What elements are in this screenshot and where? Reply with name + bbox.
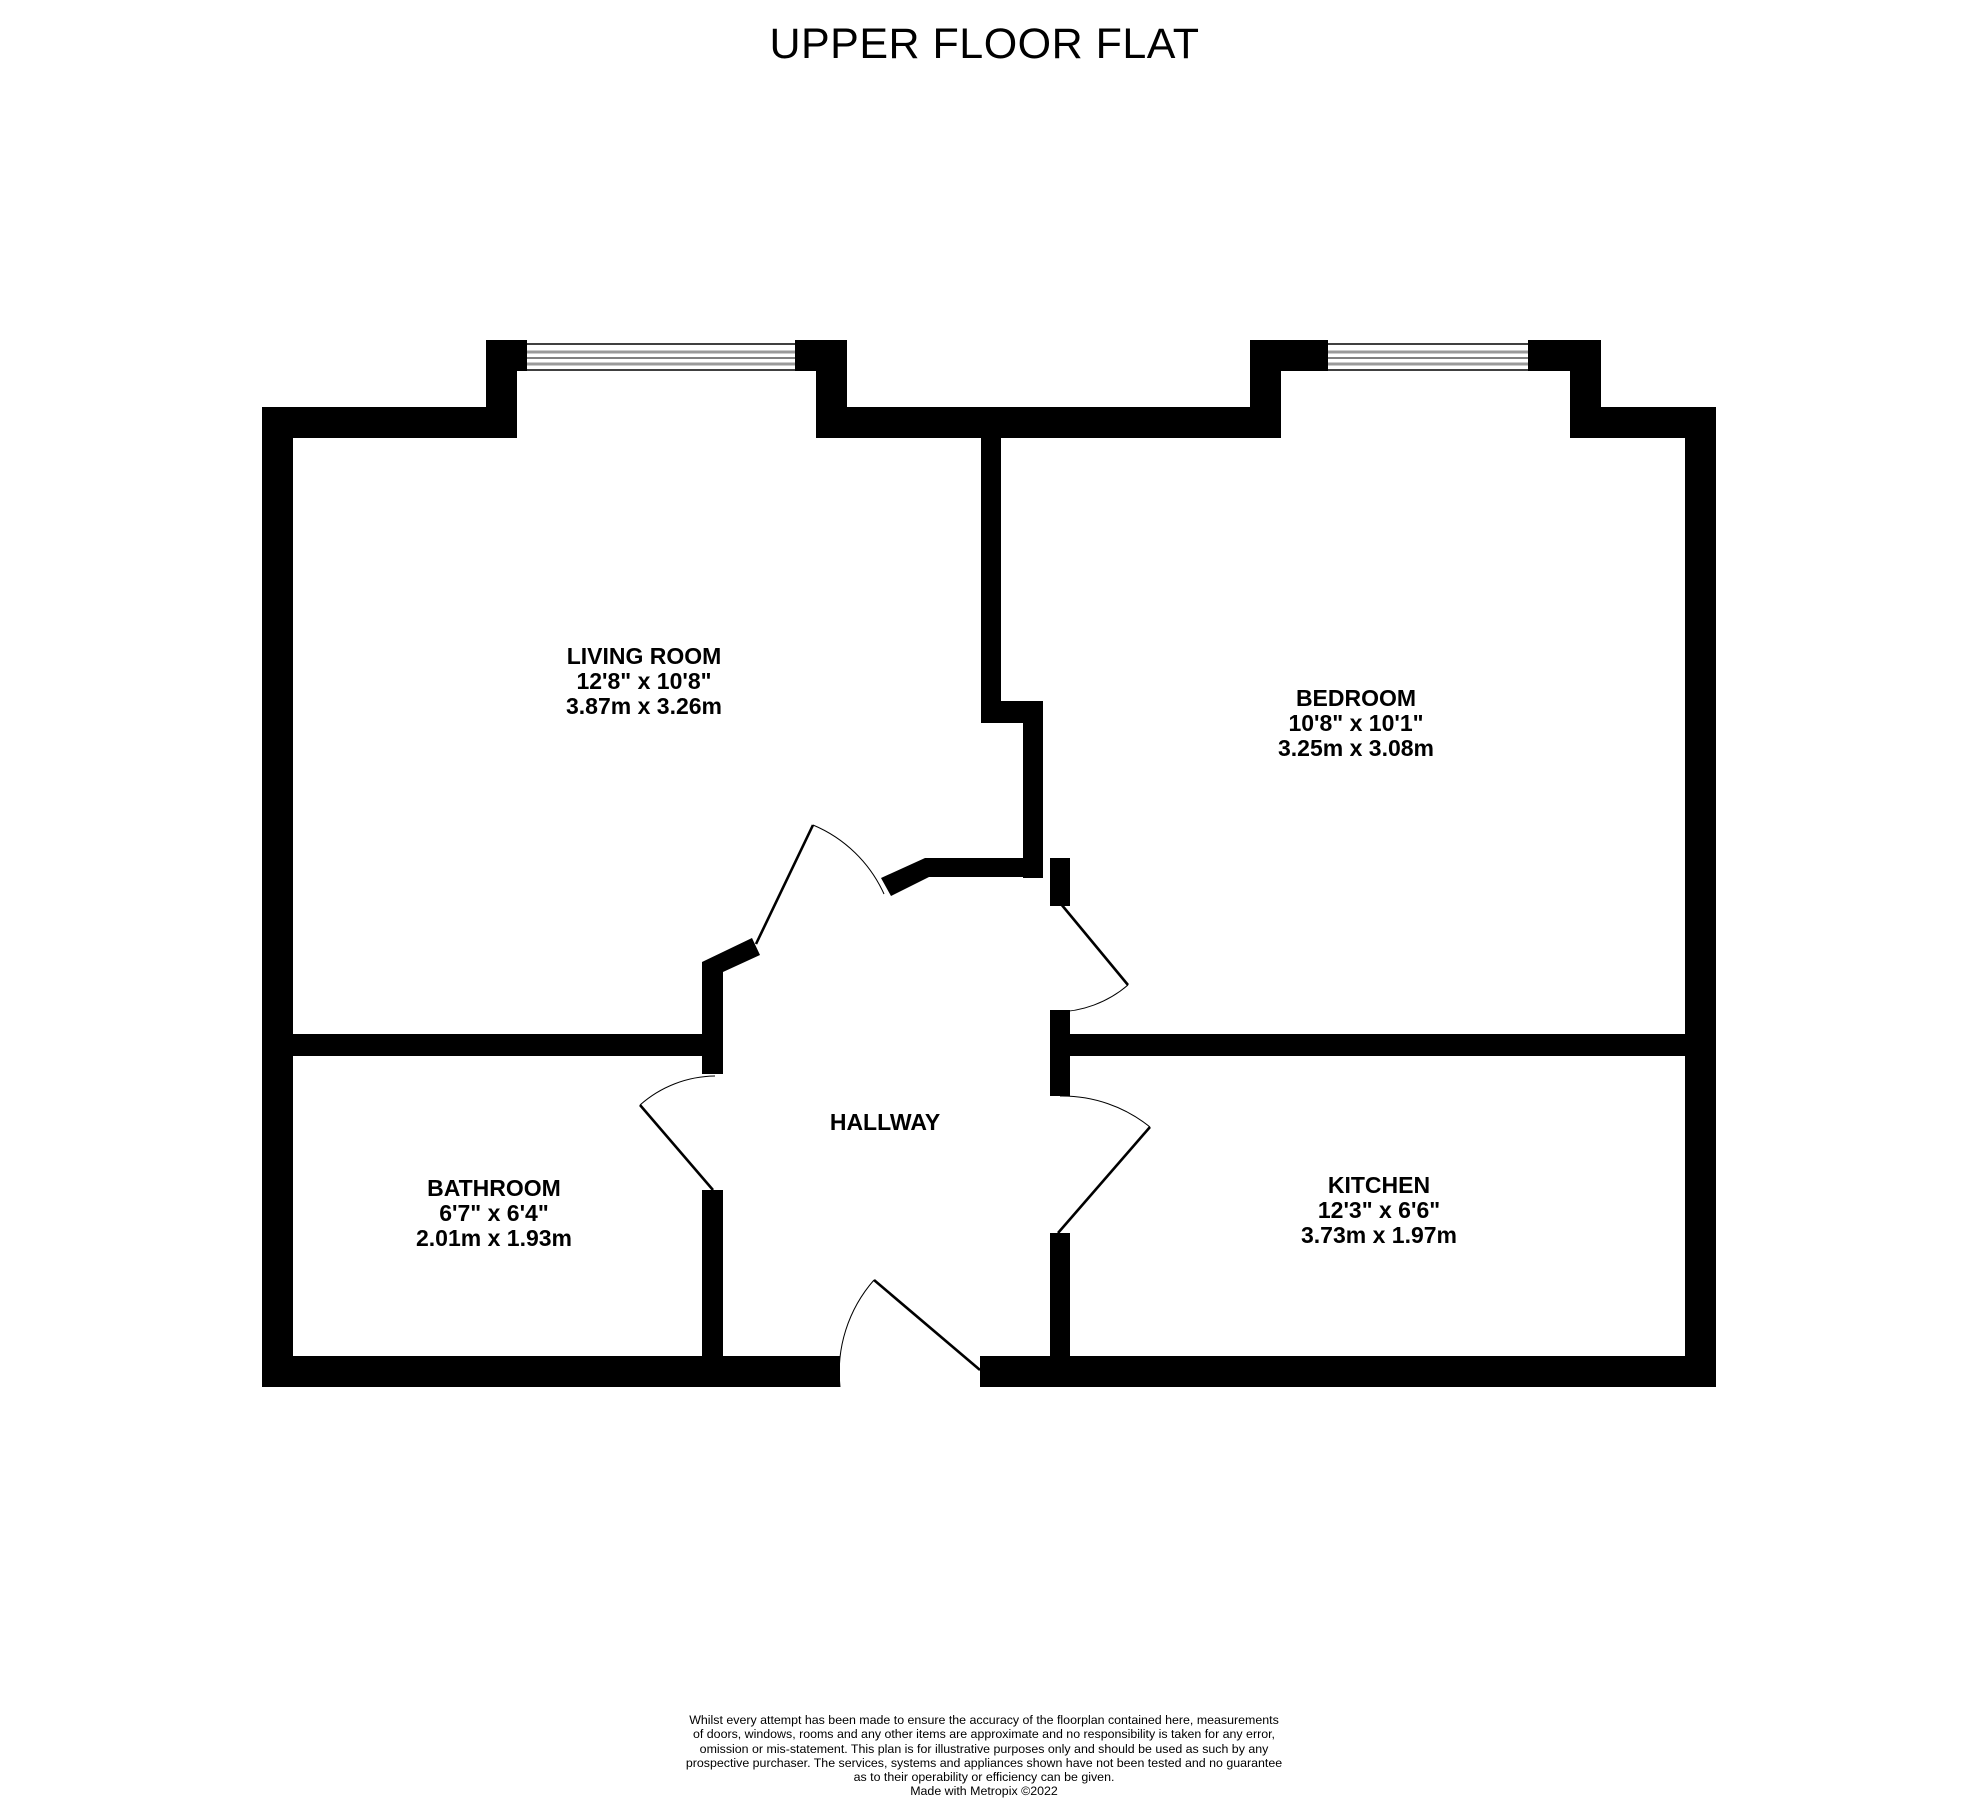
window-living-room	[527, 340, 795, 371]
doors	[639, 824, 1151, 1388]
wall-hallway-top-right-stub	[1050, 858, 1070, 906]
room-labels: LIVING ROOM 12'8" x 10'8" 3.87m x 3.26m …	[416, 643, 1457, 1251]
windows	[527, 340, 1528, 371]
wall-hallway-left-lower	[702, 1190, 723, 1358]
wall-right	[1685, 407, 1716, 1387]
wall-living-bedroom-lower	[1023, 701, 1043, 878]
disclaimer: Whilst every attempt has been made to en…	[634, 1713, 1334, 1799]
plan-title: UPPER FLOOR FLAT	[769, 20, 1200, 68]
living-bay-top-left	[486, 340, 527, 371]
disclaimer-line: prospective purchaser. The services, sys…	[685, 1755, 1283, 1770]
wall-hallway-right-upper	[1050, 1010, 1070, 1096]
room-name: BEDROOM	[1296, 685, 1416, 711]
door-bathroom	[639, 1075, 716, 1191]
room-dim-imperial: 10'8" x 10'1"	[1288, 710, 1423, 736]
room-name: LIVING ROOM	[567, 643, 722, 669]
walls	[262, 340, 1716, 1387]
door-bedroom	[1054, 903, 1130, 1013]
disclaimer-line: Whilst every attempt has been made to en…	[689, 1713, 1279, 1727]
wall-bottom-left	[262, 1356, 840, 1387]
room-dim-metric: 3.73m x 1.97m	[1301, 1222, 1457, 1248]
wall-hallway-upper-left-angle	[702, 938, 760, 1040]
room-dim-imperial: 6'7" x 6'4"	[439, 1200, 549, 1226]
wall-top-left	[262, 407, 513, 438]
room-name: BATHROOM	[427, 1175, 561, 1201]
room-dim-imperial: 12'8" x 10'8"	[576, 668, 711, 694]
disclaimer-line: as to their operability or efficiency ca…	[853, 1770, 1115, 1785]
label-bathroom: BATHROOM 6'7" x 6'4" 2.01m x 1.93m	[416, 1175, 572, 1251]
disclaimer-line: of doors, windows, rooms and any other i…	[693, 1727, 1275, 1742]
label-living-room: LIVING ROOM 12'8" x 10'8" 3.87m x 3.26m	[566, 643, 722, 719]
label-bedroom: BEDROOM 10'8" x 10'1" 3.25m x 3.08m	[1278, 685, 1434, 761]
room-dim-metric: 3.87m x 3.26m	[566, 693, 722, 719]
label-hallway: HALLWAY	[830, 1109, 940, 1135]
wall-bedroom-kitchen	[1050, 1034, 1685, 1056]
door-entrance	[838, 1279, 981, 1388]
room-name: KITCHEN	[1328, 1172, 1430, 1198]
door-living-room	[754, 824, 885, 945]
window-bedroom	[1328, 340, 1528, 371]
room-name: HALLWAY	[830, 1109, 940, 1135]
bedroom-bay-top-left	[1250, 340, 1328, 371]
disclaimer-line: omission or mis-statement. This plan is …	[699, 1741, 1269, 1756]
room-dim-imperial: 12'3" x 6'6"	[1318, 1197, 1440, 1223]
wall-top-middle	[816, 407, 1265, 438]
wall-hallway-right-lower	[1050, 1233, 1070, 1358]
wall-hallway-top	[881, 858, 1035, 896]
room-dim-metric: 2.01m x 1.93m	[416, 1225, 572, 1251]
wall-bottom-right	[980, 1356, 1716, 1387]
wall-living-bedroom-upper	[981, 438, 1001, 723]
label-kitchen: KITCHEN 12'3" x 6'6" 3.73m x 1.97m	[1301, 1172, 1457, 1248]
wall-hallway-left-mid	[702, 1034, 723, 1074]
wall-left	[262, 407, 293, 1387]
wall-living-bathroom	[293, 1034, 723, 1056]
door-kitchen	[1057, 1095, 1151, 1234]
disclaimer-credit: Made with Metropix ©2022	[910, 1784, 1058, 1799]
room-dim-metric: 3.25m x 3.08m	[1278, 735, 1434, 761]
